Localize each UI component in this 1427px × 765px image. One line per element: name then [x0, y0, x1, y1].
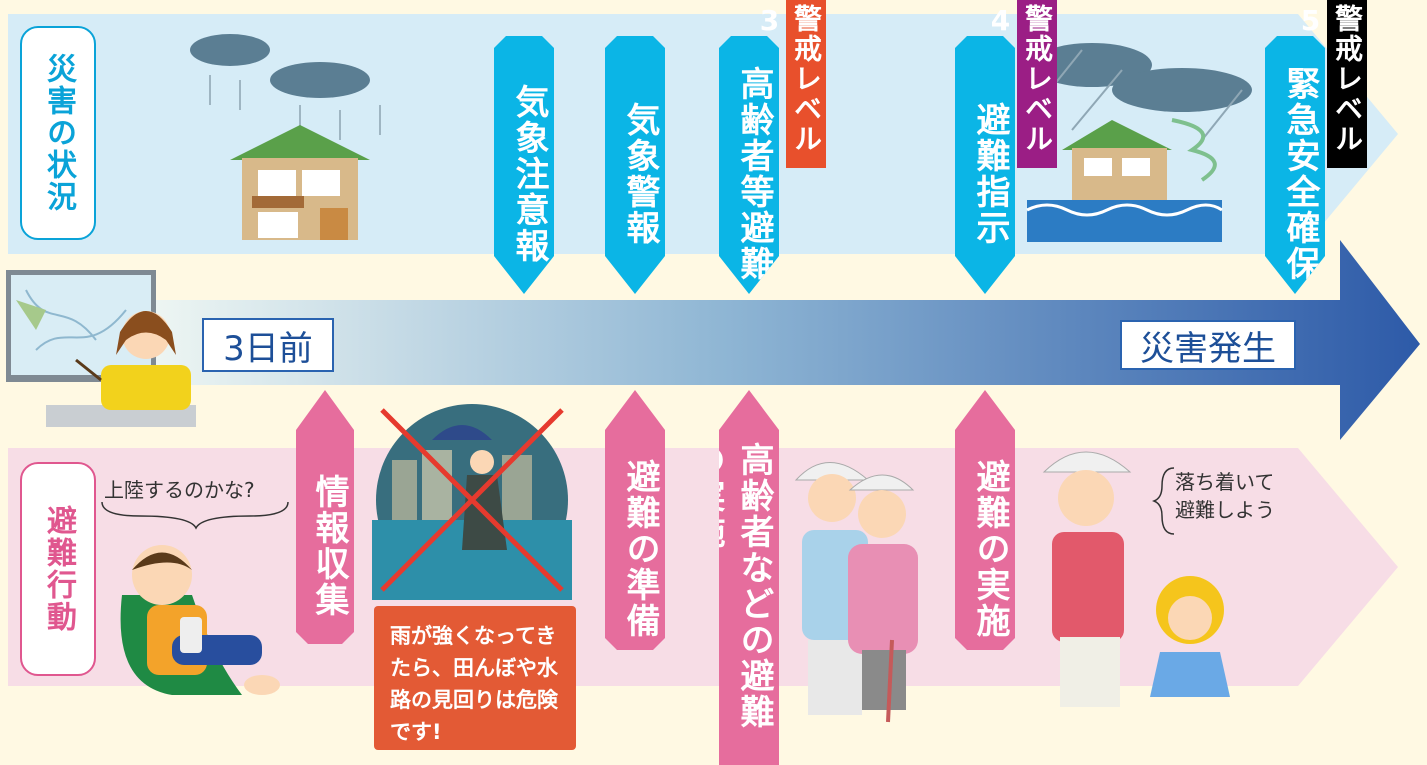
stage-evacuation-order: 避難指示	[955, 36, 1015, 294]
alert-level-5-tag: 警戒レベル5	[1294, 0, 1367, 168]
stage-weather-advisory: 気象注意報	[494, 36, 554, 294]
weather-presenter-illustration	[6, 270, 196, 427]
stage-elderly-evacuation-notice: 高齢者等避難	[719, 36, 779, 294]
timeline-arrow	[150, 240, 1420, 440]
boy-speech-text: 上陸するのかな?	[104, 478, 255, 502]
mother-speech-text: 落ち着いて避難しよう	[1175, 470, 1275, 522]
mother-speech-brace	[1152, 467, 1175, 535]
action-gather-info: 情報収集	[296, 390, 354, 644]
timeline-start-label: 3日前	[202, 318, 334, 372]
bottom-band-arrowhead	[1298, 448, 1398, 686]
alert-level-4-tag: 警戒レベル4	[984, 0, 1057, 168]
stage-emergency-safety: 緊急安全確保	[1265, 36, 1325, 294]
boy-with-phone-illustration	[120, 545, 280, 695]
timeline-end-label: 災害発生	[1120, 320, 1296, 370]
action-prepare-evacuation: 避難の準備	[605, 390, 665, 650]
elderly-couple-illustration	[794, 462, 918, 723]
evacuation-action-label: 避難行動	[20, 462, 96, 676]
house-rain-illustration	[190, 34, 381, 240]
action-evacuate: 避難の実施	[955, 390, 1015, 650]
mother-child-illustration	[1042, 451, 1230, 707]
alert-level-3-tag: 警戒レベル3	[753, 0, 826, 168]
flooded-house-illustration	[1026, 43, 1252, 242]
action-elderly-evacuation: 高齢者などの避難の実施	[719, 390, 779, 765]
disaster-situation-label: 災害の状況	[20, 26, 96, 240]
stage-weather-warning: 気象警報	[605, 36, 665, 294]
boy-speech-brace	[101, 501, 289, 530]
rain-danger-illustration	[372, 404, 572, 600]
rice-field-danger-note: 雨が強くなってきたら、田んぼや水路の見回りは危険です!	[374, 606, 576, 750]
